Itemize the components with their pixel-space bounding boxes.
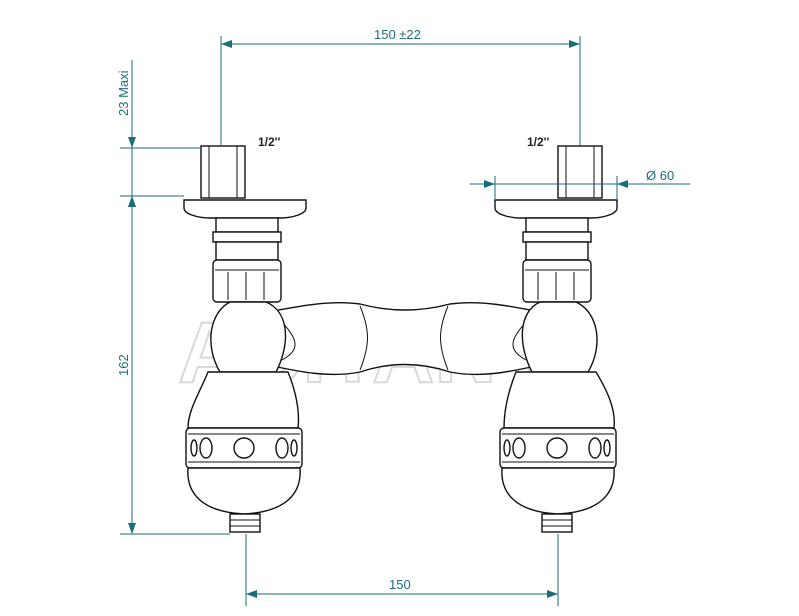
dimension-label-bottom: 150 <box>389 577 411 592</box>
bar-mixer-drawing <box>183 145 618 533</box>
connecting-bar <box>267 302 541 376</box>
dimension-diameter: Ø 60 <box>470 168 690 200</box>
left-bowl <box>187 467 301 515</box>
dimension-height-max: 23 Maxi <box>116 60 201 207</box>
left-dot-center <box>233 437 255 459</box>
right-bowl <box>501 467 615 515</box>
right-outlet <box>541 513 573 533</box>
right-nut <box>522 259 592 303</box>
right-unit <box>494 145 618 533</box>
left-outlet <box>229 513 261 533</box>
dimension-label-top: 150 ±22 <box>374 27 421 42</box>
dimension-label-total: 162 <box>116 354 131 376</box>
left-nut <box>212 259 282 303</box>
right-body <box>521 301 598 373</box>
dimension-label-max: 23 Maxi <box>116 70 131 116</box>
dimension-height-total: 162 <box>116 196 230 535</box>
left-unit <box>183 145 307 533</box>
left-inlet-pipe <box>200 145 246 199</box>
left-flange <box>183 199 307 219</box>
thread-label-left: 1/2'' <box>258 135 281 149</box>
left-handle <box>187 371 300 429</box>
left-body <box>210 301 287 373</box>
thread-label-right: 1/2'' <box>527 135 550 149</box>
right-handle <box>503 371 615 429</box>
right-flange <box>494 199 618 219</box>
dimension-label-diameter: Ø 60 <box>646 168 674 183</box>
dimension-bottom-spacing: 150 <box>245 534 559 606</box>
right-dot-center <box>546 437 568 459</box>
dimension-top-spacing: 150 ±22 <box>220 27 581 146</box>
right-inlet-pipe <box>557 145 603 199</box>
